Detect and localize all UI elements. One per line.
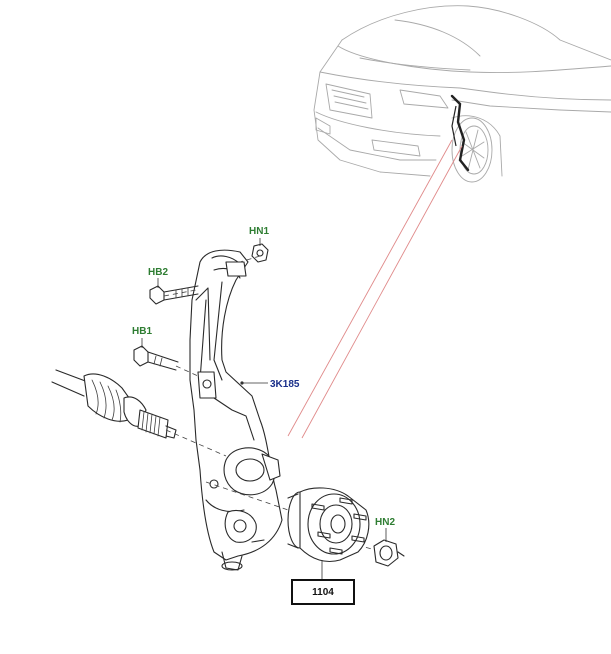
callout-hb2: HB2 <box>148 267 168 278</box>
callout-1104: 1104 <box>312 587 334 598</box>
callout-3k185: 3K185 <box>270 379 300 390</box>
wheel-hub-part <box>287 487 370 563</box>
callout-leader-lines <box>141 238 387 580</box>
locator-leader-lines <box>287 139 463 439</box>
callout-hb1: HB1 <box>132 326 152 337</box>
steering-knuckle-part <box>189 249 283 571</box>
callout-hn1: HN1 <box>249 226 269 237</box>
vehicle-locator-illustration <box>313 5 611 183</box>
callout-hn2: HN2 <box>375 517 395 528</box>
bolt-hb2-part <box>149 285 199 305</box>
drive-shaft-part <box>51 369 177 439</box>
bolt-hb1-part <box>133 345 179 371</box>
callout-1104-box <box>291 579 355 605</box>
nut-hn1-part <box>251 243 269 263</box>
nut-hn2-part <box>373 539 405 567</box>
